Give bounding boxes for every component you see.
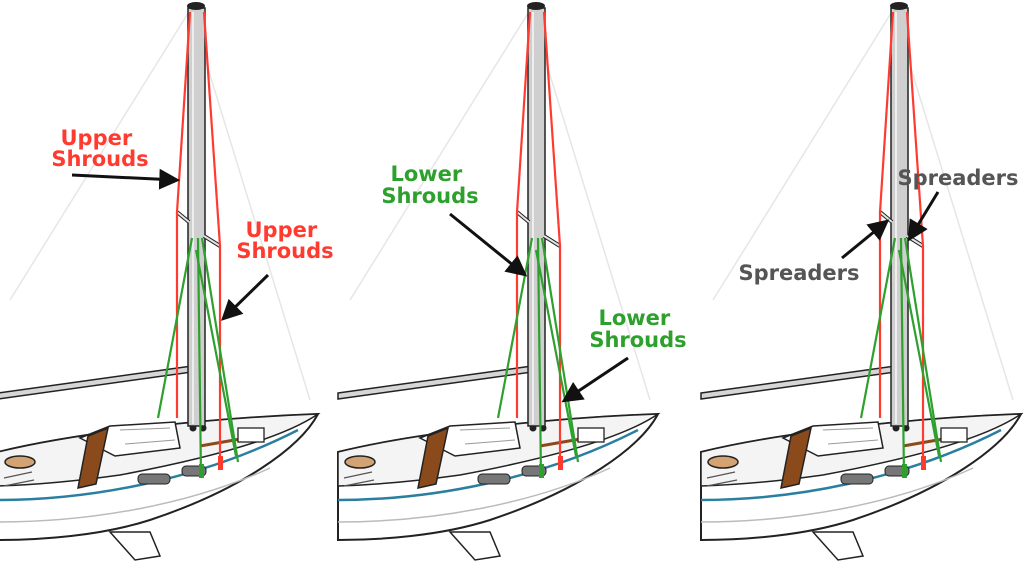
label-line-1: Lower <box>390 162 462 186</box>
lower-shrouds-label-right: Lower Shrouds <box>589 306 686 352</box>
label-line-2: Shrouds <box>589 328 686 352</box>
label-line-1: Upper <box>60 126 132 150</box>
spreaders-label-top: Spreaders <box>897 166 1018 190</box>
arrow-spreader-bottom <box>841 219 890 260</box>
panel-upper-shrouds: Upper Shrouds Upper Shrouds <box>0 0 334 562</box>
spreaders-label-bottom: Spreaders <box>738 261 859 285</box>
panel-lower-shrouds: Lower Shrouds Lower Shrouds <box>336 0 687 562</box>
arrow-spreader-top <box>907 191 940 242</box>
arrow-upper-shroud-left <box>71 168 181 190</box>
upper-shrouds-label-left: Upper Shrouds <box>51 126 148 171</box>
sailboat-illustration <box>0 0 320 562</box>
arrow-lower-shroud-left <box>449 212 528 277</box>
label-line-2: Shrouds <box>381 184 478 208</box>
lower-shrouds-label-left: Lower Shrouds <box>381 162 478 208</box>
arrow-upper-shroud-right <box>220 273 270 321</box>
label-line-1: Upper <box>245 218 317 242</box>
label-line-2: Shrouds <box>236 239 333 263</box>
arrow-lower-shroud-right <box>561 356 629 403</box>
label-line-1: Spreaders <box>738 261 859 285</box>
sailboat-illustration <box>336 0 660 562</box>
label-line-2: Shrouds <box>51 147 148 171</box>
label-line-1: Lower <box>598 306 670 330</box>
panel-spreaders: Spreaders Spreaders <box>699 0 1023 562</box>
label-line-1: Spreaders <box>897 166 1018 190</box>
upper-shrouds-label-right: Upper Shrouds <box>236 218 333 263</box>
